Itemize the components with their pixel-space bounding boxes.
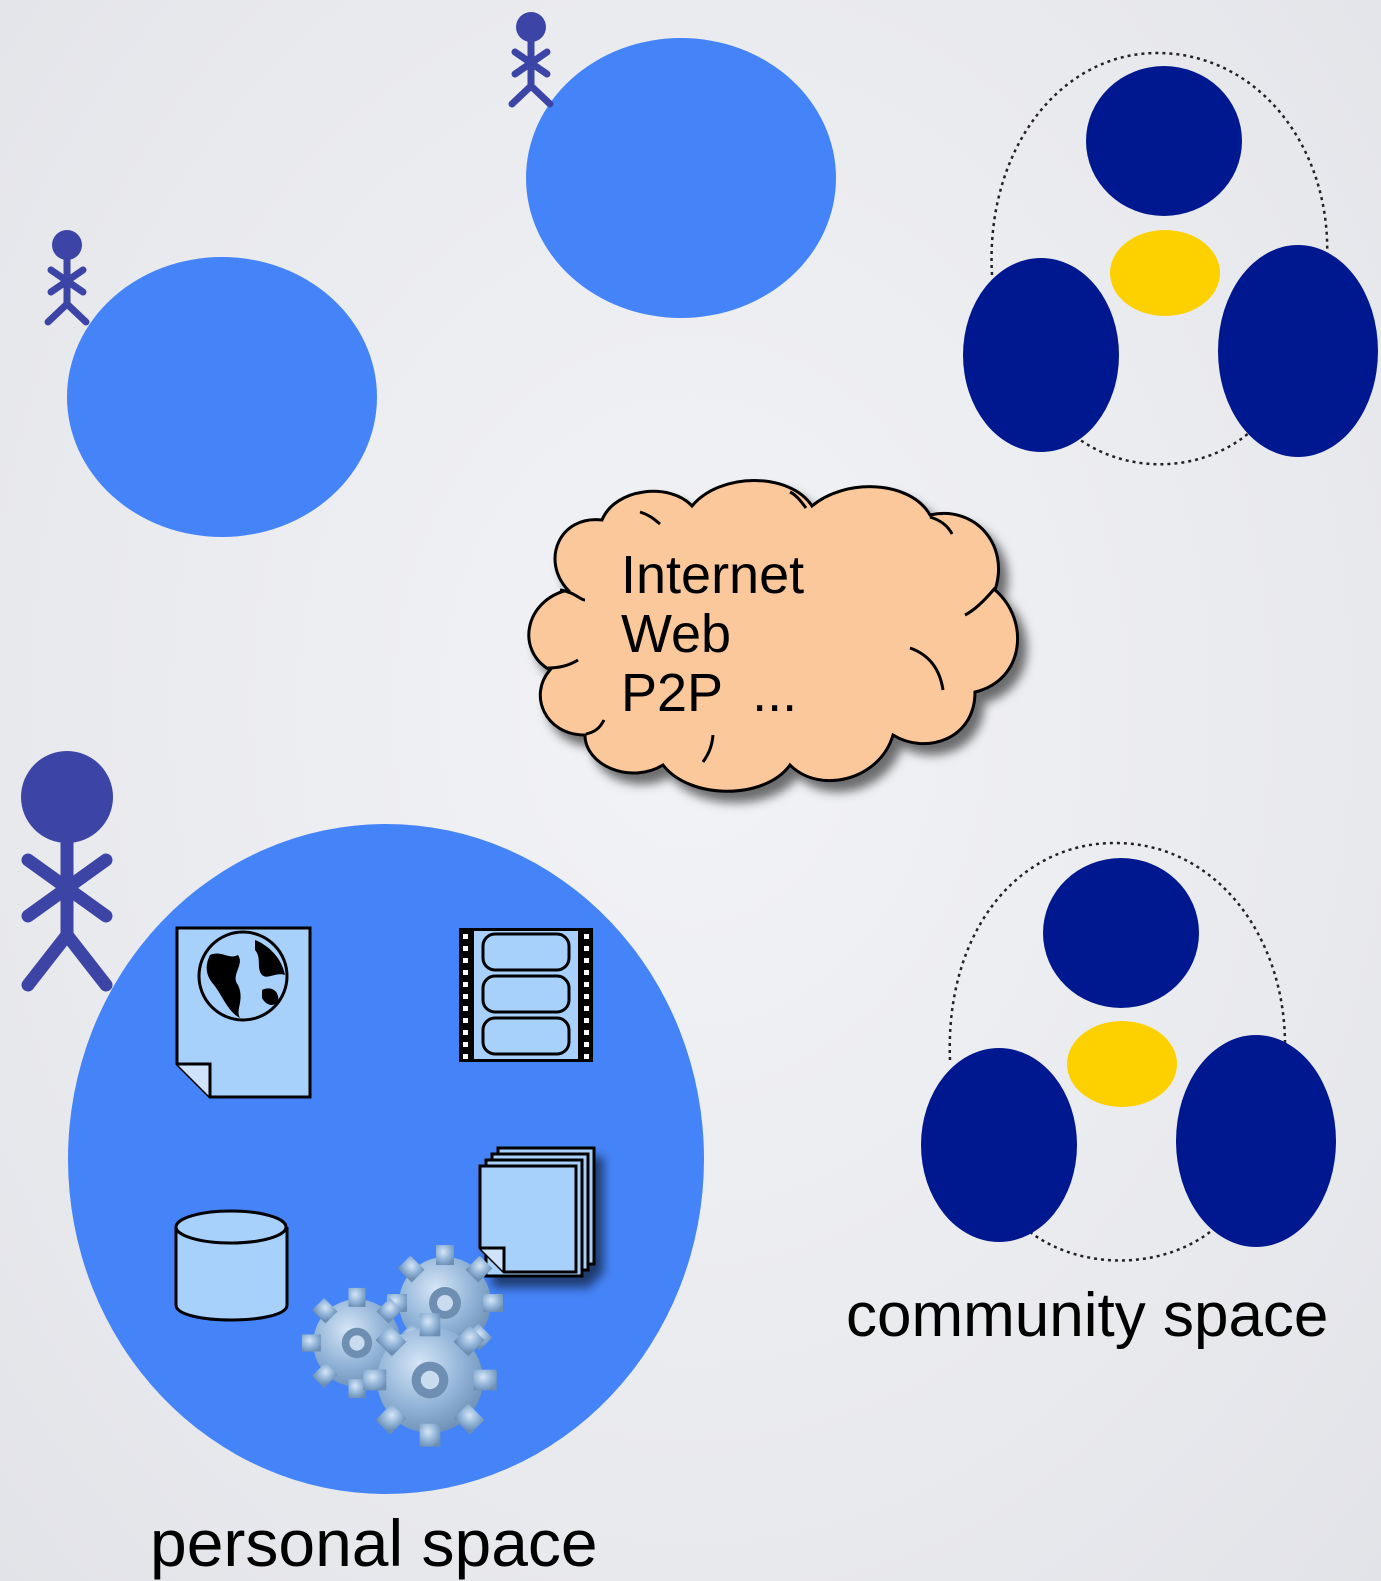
person-icon-small-top — [508, 12, 554, 108]
person-icon-small-left — [44, 230, 90, 326]
community-space-top — [963, 51, 1378, 466]
personal-space-small-left — [67, 257, 377, 537]
community-space-label: community space — [846, 1281, 1329, 1350]
personal-space-label: personal space — [150, 1506, 598, 1580]
database-icon — [174, 1209, 289, 1322]
community-member-right — [1218, 245, 1378, 457]
community-shared-top — [1110, 230, 1220, 316]
web-document-icon — [175, 926, 312, 1099]
film-strip-icon — [459, 928, 593, 1062]
cloud-line-web: Web — [621, 604, 732, 664]
community-member-top — [1086, 66, 1242, 216]
cloud-shape — [527, 479, 1019, 793]
globe-icon — [197, 930, 289, 1022]
cloud-line-p2p: P2P ... — [621, 663, 798, 723]
community-shared — [1067, 1021, 1177, 1107]
personal-space-small-top — [526, 38, 836, 318]
community-member-left — [963, 258, 1119, 452]
community-member-right — [1176, 1035, 1336, 1247]
community-space-bottom — [921, 841, 1336, 1262]
cloud-line-internet: Internet — [621, 545, 805, 605]
community-boundary-top — [990, 51, 1329, 276]
community-member-top — [1043, 858, 1199, 1008]
internet-cloud — [527, 479, 1019, 793]
community-member-left — [921, 1048, 1077, 1242]
person-icon-main — [21, 751, 113, 992]
